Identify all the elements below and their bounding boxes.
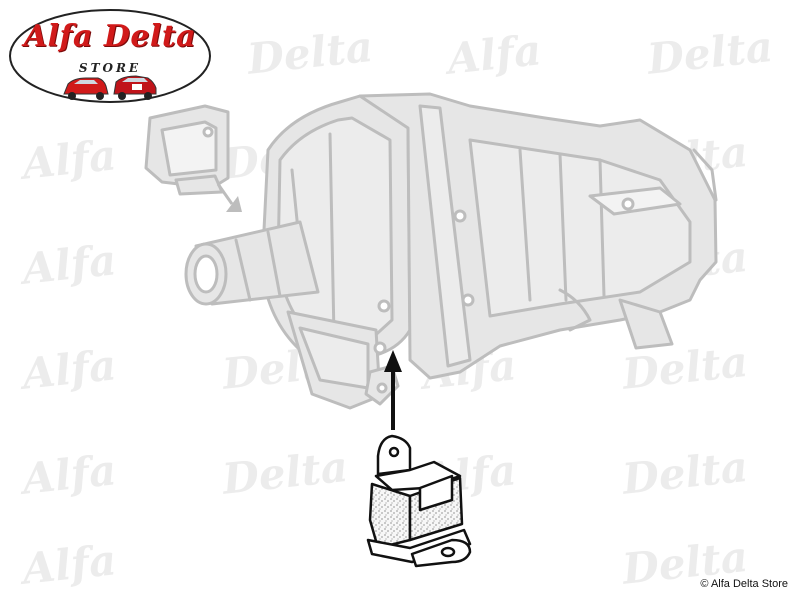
arrow-up-icon — [384, 350, 402, 430]
logo-badge — [9, 9, 211, 103]
copyright-notice: © Alfa Delta Store — [700, 578, 788, 590]
rear-mount-bracket — [144, 104, 230, 196]
logo-brand-text: Alfa Delta — [23, 19, 197, 54]
store-logo: Alfa Delta STORE — [8, 8, 212, 104]
input-shaft — [184, 220, 320, 306]
race-car-icon — [113, 75, 157, 100]
gearbox-body — [358, 92, 718, 380]
race-car-icon — [63, 77, 109, 100]
logo-store-text: STORE — [78, 61, 142, 75]
arrow-down-right-icon — [216, 183, 242, 212]
